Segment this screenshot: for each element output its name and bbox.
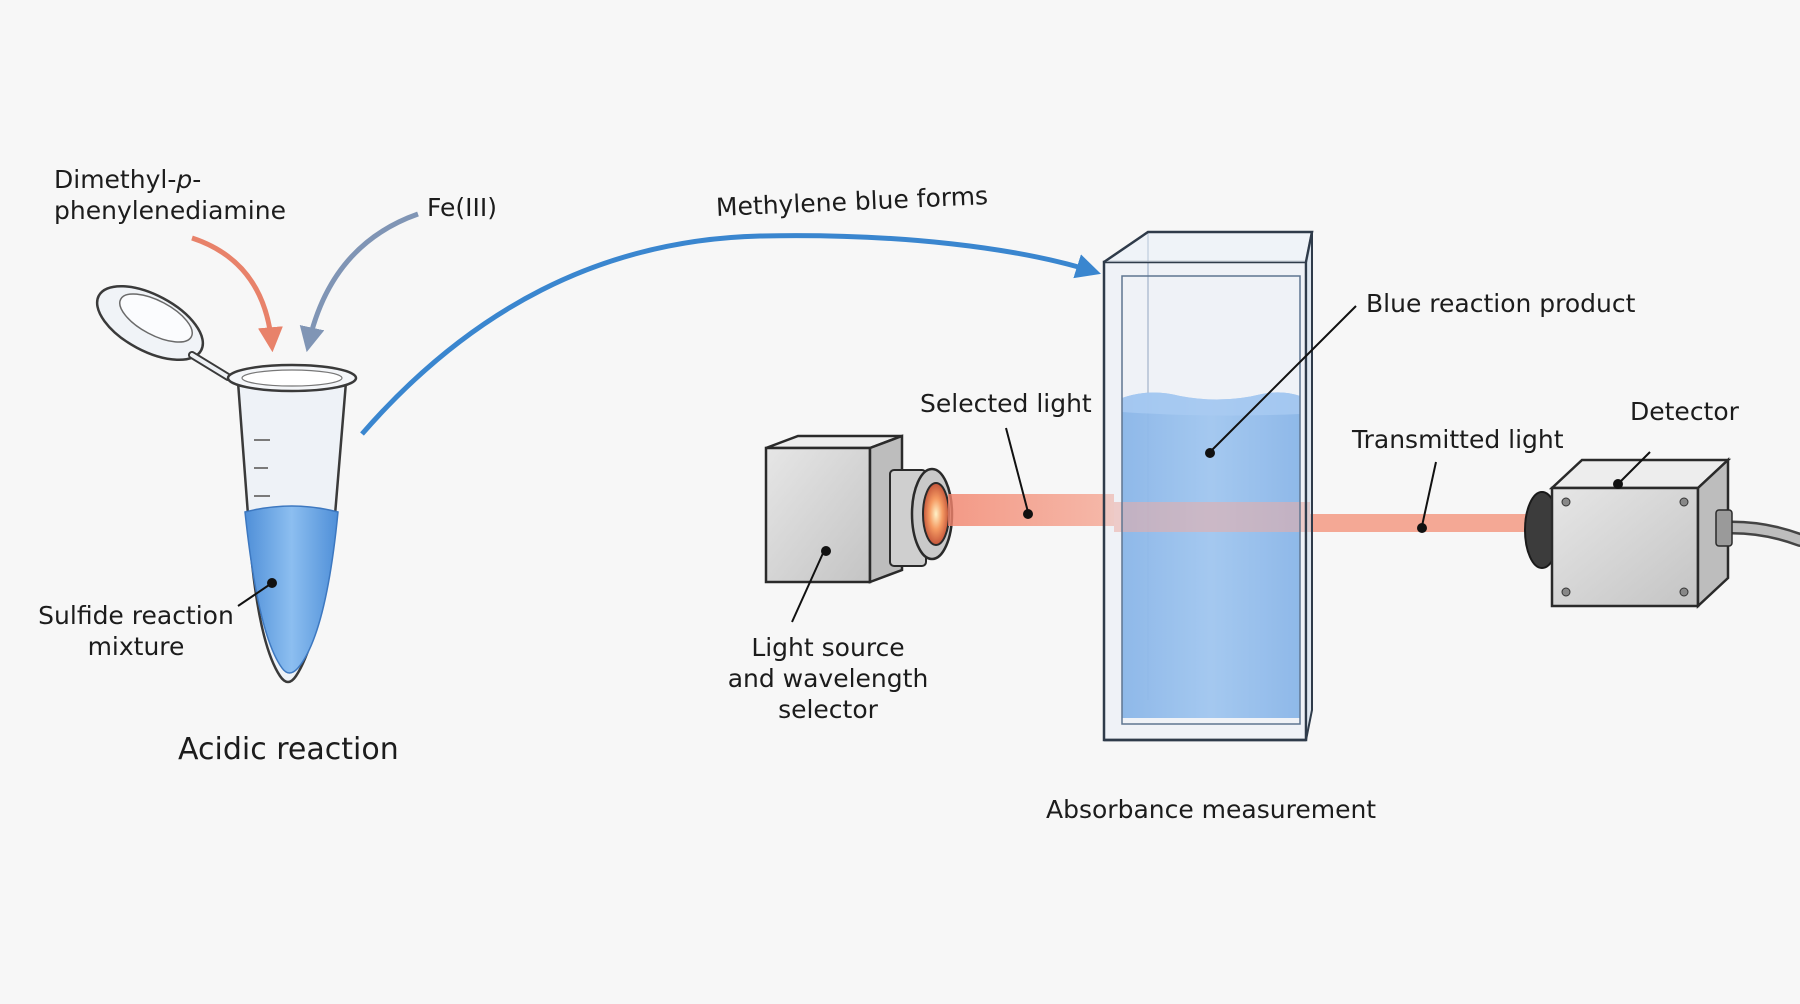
cuvette-contents-dot — [1205, 448, 1215, 458]
tube-liquid — [244, 505, 339, 674]
cuvette-contents-label: Blue reaction product — [1366, 289, 1636, 318]
detector-pointer — [1617, 451, 1651, 485]
tube-step-label: Acidic reaction — [178, 732, 399, 767]
reagent1-arrow — [191, 235, 283, 353]
cuvette — [1102, 230, 1357, 742]
transmitted-light-beam — [1310, 514, 1544, 532]
cuvette-contents-pointer — [1209, 305, 1357, 453]
transmitted-light-label: Transmitted light — [1352, 425, 1564, 454]
light-source-dot — [821, 546, 831, 556]
measurement-step-label: Absorbance measurement — [1046, 795, 1377, 824]
detector-dot — [1613, 479, 1623, 489]
light-source-label: Light source and wavelength selector — [727, 633, 929, 724]
transmitted-light-dot — [1417, 523, 1427, 533]
reagent2-arrow — [299, 211, 419, 353]
light-source-pointer — [791, 550, 825, 623]
light-source-lens — [922, 482, 950, 546]
tube-contents-dot — [267, 578, 277, 588]
selected-light-dot — [1023, 509, 1033, 519]
detector-box — [1550, 486, 1700, 608]
microcentrifuge-tube — [95, 284, 358, 684]
reagent1-label: Dimethyl-p- phenylenediamine — [54, 165, 286, 225]
reagent2-label: Fe(III) — [427, 193, 498, 222]
tube-contents-label: Sulfide reaction mixture — [38, 601, 234, 661]
detector — [1524, 451, 1800, 609]
cuvette-liquid — [1122, 392, 1300, 718]
selected-light-pointer — [1005, 427, 1029, 513]
beam-in-cuvette — [1114, 502, 1310, 532]
cuvette-front — [1102, 260, 1308, 742]
light-source — [764, 434, 954, 623]
transmitted-light-pointer — [1421, 461, 1437, 527]
tube-contents-pointer — [237, 582, 273, 607]
light-source-box — [764, 446, 872, 584]
transfer-arrow — [360, 233, 1101, 436]
detector-label: Detector — [1630, 397, 1739, 426]
selected-light-label: Selected light — [920, 389, 1092, 418]
